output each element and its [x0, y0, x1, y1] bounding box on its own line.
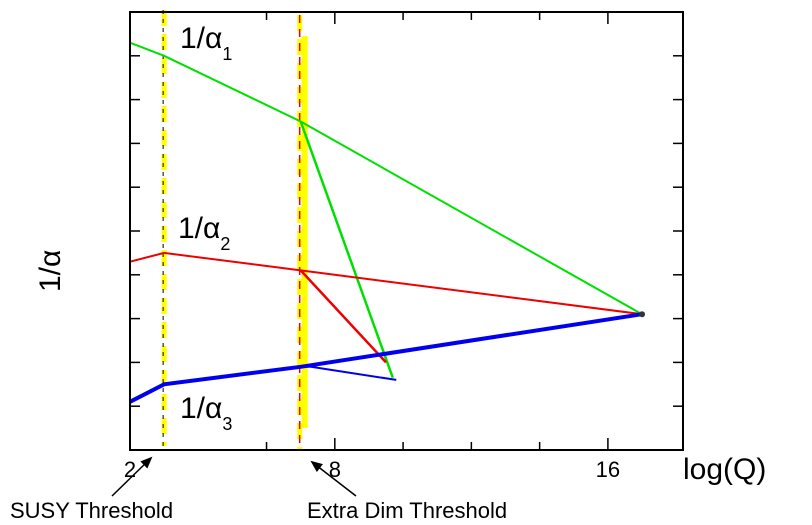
extra-dim-threshold-label: Extra Dim Threshold	[307, 498, 507, 523]
y-axis-title: 1/α	[34, 250, 67, 292]
x-tick-label-16: 16	[596, 457, 620, 482]
x-axis-title: log(Q)	[683, 453, 766, 486]
susy-threshold-label: SUSY Threshold	[10, 498, 173, 523]
extra-dim-threshold-arrow	[310, 460, 357, 497]
axis-ticks: 2 8 16	[124, 12, 683, 482]
series-line-alpha1	[129, 41, 643, 316]
series-label-alpha2-main: 1/α	[178, 212, 220, 245]
series-label-alpha2-sub: 2	[220, 234, 230, 254]
series-label-alpha3: 1/α3	[180, 392, 232, 434]
series-line-alpha2	[129, 251, 643, 316]
series-line-alpha1_extra_dim	[299, 121, 394, 379]
series-label-alpha1-main: 1/α	[180, 22, 222, 55]
series-label-alpha3-sub: 3	[222, 414, 232, 434]
series-line-alpha3_extra_dim	[300, 365, 397, 381]
series-label-alpha3-main: 1/α	[180, 392, 222, 425]
series-label-alpha2: 1/α2	[178, 212, 230, 254]
series-label-alpha1: 1/α1	[180, 22, 232, 64]
series-label-alpha1-sub: 1	[222, 44, 232, 64]
series-line-alpha2_extra_dim	[299, 269, 387, 364]
series-line-alpha3	[129, 312, 643, 404]
series-lines	[129, 41, 646, 404]
convergence-point	[639, 311, 646, 318]
threshold-bands	[161, 10, 308, 450]
x-tick-label-8: 8	[329, 457, 341, 482]
susy-threshold-arrow	[111, 456, 153, 497]
